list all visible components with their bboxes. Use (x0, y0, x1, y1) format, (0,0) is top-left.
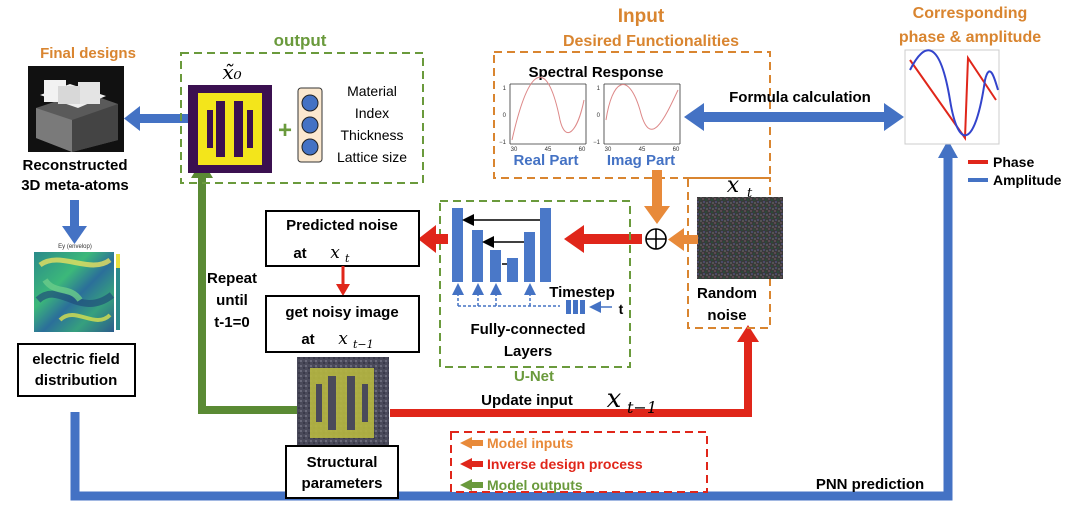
predicted-noise-at: at (293, 245, 306, 262)
real-ytick-m1: −1 (499, 140, 507, 146)
update-input-label: Update input (481, 392, 573, 409)
timestep-label: Timestep (549, 284, 615, 301)
param-material: Material (347, 83, 397, 99)
real-xtick-45: 45 (545, 147, 552, 153)
imag-xtick-30: 30 (605, 147, 612, 153)
update-input-var: x (607, 384, 622, 414)
structural-line2: parameters (302, 475, 383, 492)
unet-label: U-Net (514, 368, 554, 385)
timestep-t: t (619, 301, 624, 317)
corresponding-line1: Corresponding (913, 5, 1028, 22)
imag-ytick-1: 1 (597, 86, 601, 92)
field-label-box (17, 343, 136, 397)
legend-model-outputs-text: Model outputs (487, 477, 583, 493)
output-title: output (274, 31, 327, 50)
noisy-image-title: get noisy image (285, 304, 398, 321)
repeat-line3: t-1=0 (214, 314, 249, 331)
legend-model-inputs: Model inputs (460, 435, 574, 451)
noisy-image-at: at (301, 331, 314, 348)
meta-atom-3d-image (28, 66, 124, 152)
random-noise-image (697, 197, 783, 279)
unet-box (439, 200, 631, 368)
x0-label: x̃₀ (222, 60, 241, 84)
plus-sign: + (278, 117, 292, 144)
repeat-line1: Repeat (207, 270, 257, 287)
real-ytick-1: 1 (503, 86, 507, 92)
random-noise-line2: noise (707, 307, 746, 324)
red-arrow-sum-to-unet (564, 225, 642, 253)
legend-model-inputs-text: Model inputs (487, 435, 574, 451)
field-plot-title: Ey (envelop) (58, 244, 92, 250)
imag-xtick-45: 45 (639, 147, 646, 153)
real-ytick-0: 0 (503, 113, 507, 119)
random-noise-line1: Random (697, 285, 757, 302)
input-subtitle: Desired Functionalities (563, 33, 739, 50)
legend-model-outputs: Model outputs (460, 477, 583, 493)
update-input-sub: t−1 (627, 398, 657, 417)
legend-amplitude-text: Amplitude (993, 172, 1062, 188)
real-part-label: Real Part (513, 152, 578, 169)
imag-xtick-60: 60 (673, 147, 680, 153)
red-arrow-unet-to-predicted (418, 225, 448, 253)
output-box (180, 52, 424, 184)
imag-ytick-m1: −1 (593, 140, 601, 146)
output-params-vector (297, 87, 323, 163)
unet-dotted-arrows (452, 283, 560, 307)
xt-sub: t (747, 186, 753, 201)
imag-part-plot: 1 0 −1 30 45 60 (593, 83, 681, 153)
structural-label-box (285, 445, 399, 499)
predicted-noise-sub: t (345, 252, 350, 265)
red-arrow-predicted-to-noisy (336, 266, 350, 296)
orange-arrow-noise-to-sum (668, 228, 698, 251)
legend-inverse-design: Inverse design process (460, 456, 643, 472)
noisy-image-box (265, 295, 420, 353)
imag-ytick-0: 0 (597, 113, 601, 119)
final-designs-title: Final designs (40, 45, 136, 62)
formula-double-arrow (684, 103, 904, 131)
corresponding-line2: phase & amplitude (899, 29, 1041, 46)
param-index: Index (355, 105, 389, 121)
fc-line1: Fully-connected (470, 321, 585, 338)
blue-pnn-loop (70, 140, 958, 501)
noisy-image-var: x (338, 329, 348, 349)
predicted-noise-box (265, 210, 420, 267)
unet-architecture (452, 208, 551, 282)
predicted-noise-title: Predicted noise (286, 217, 398, 234)
param-lattice: Lattice size (337, 149, 407, 165)
orange-arrow-input-to-sum (644, 170, 670, 224)
structural-noisy-image (297, 357, 389, 445)
electric-field-plot: Ey (envelop) (34, 244, 120, 332)
param-thickness: Thickness (340, 127, 403, 143)
real-part-plot: 1 0 −1 30 45 60 (499, 76, 587, 153)
blue-arrow-to-final (124, 106, 188, 131)
reconstructed-line2: 3D meta-atoms (21, 177, 129, 194)
real-xtick-60: 60 (579, 147, 586, 153)
predicted-noise-var: x (330, 243, 340, 263)
red-update-arrow (390, 325, 759, 417)
legend-inverse-design-text: Inverse design process (487, 456, 643, 472)
sum-node (645, 228, 667, 250)
fc-line2: Layers (504, 343, 552, 360)
spectral-title: Spectral Response (528, 64, 663, 81)
phase-amplitude-plot (904, 49, 1000, 145)
legend-box (450, 431, 708, 493)
repeat-line2: until (216, 292, 248, 309)
noisy-image-sub: t−1 (353, 338, 374, 351)
reconstructed-line1: Reconstructed (22, 157, 127, 174)
xt-var: x (727, 173, 740, 198)
field-label-line2: distribution (35, 372, 118, 389)
pnn-label: PNN prediction (816, 476, 924, 493)
input-title: Input (618, 6, 665, 27)
output-pattern-image (188, 85, 272, 173)
legend-phase-text: Phase (993, 154, 1034, 170)
real-xtick-30: 30 (511, 147, 518, 153)
timestep-fc-layer (566, 300, 612, 314)
structural-line1: Structural (307, 454, 378, 471)
field-label-line1: electric field (32, 351, 120, 368)
imag-part-label: Imag Part (607, 152, 675, 169)
formula-label: Formula calculation (729, 89, 871, 106)
blue-arrow-down-to-field (62, 200, 87, 244)
